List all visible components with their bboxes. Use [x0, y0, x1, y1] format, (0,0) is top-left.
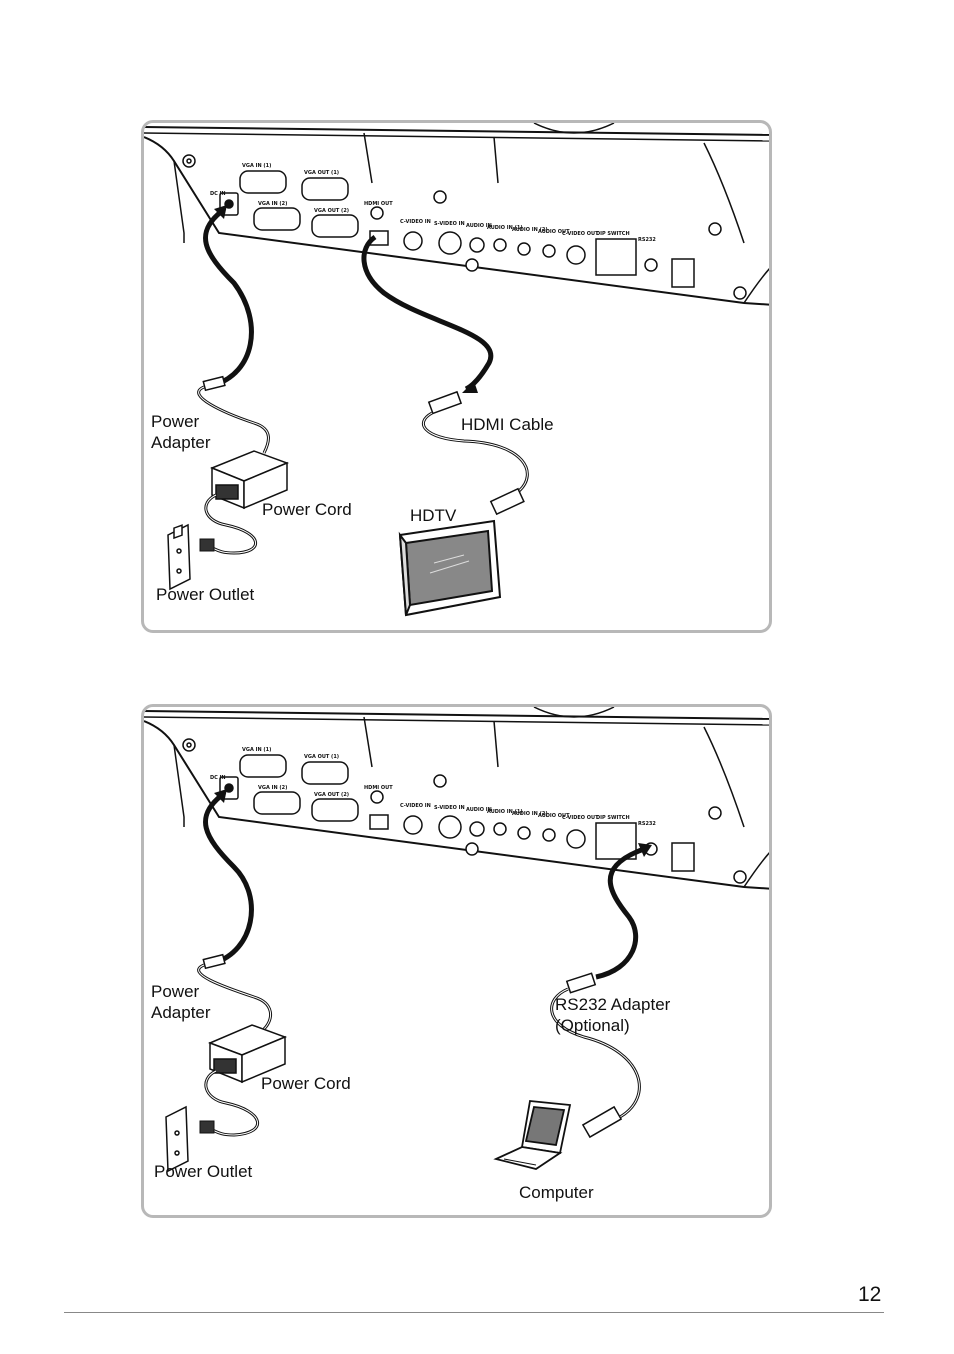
- svg-text:RS232: RS232: [638, 237, 656, 243]
- audio-in-port: [469, 821, 485, 837]
- label-power-outlet: Power Outlet: [156, 585, 255, 604]
- port-cluster: [182, 738, 747, 884]
- label-power-cord: Power Cord: [262, 500, 352, 519]
- power-cable: [197, 789, 273, 1031]
- hdtv-connection-diagram: DC IN VGA IN (1) VGA OUT (1) VGA IN (2) …: [141, 120, 772, 633]
- label-hdmi-cable: HDMI Cable: [461, 415, 554, 434]
- hdmi-out-port: [369, 814, 389, 830]
- svg-text:C-VIDEO OUT: C-VIDEO OUT: [562, 815, 599, 821]
- svg-text:AUDIO OUT: AUDIO OUT: [538, 813, 570, 819]
- audio-in-1-port: [493, 238, 507, 252]
- svg-text:HDMI OUT: HDMI OUT: [364, 785, 393, 791]
- audio-in-2-port: [517, 242, 531, 256]
- svg-text:AUDIO OUT: AUDIO OUT: [538, 229, 570, 235]
- vga-out-1-port: [301, 761, 349, 785]
- svg-text:HDMI OUT: HDMI OUT: [364, 201, 393, 207]
- vga-in-2-port: [253, 791, 301, 815]
- vga-in-2-port: [253, 207, 301, 231]
- hdtv-connection-illustration: DC IN VGA IN (1) VGA OUT (1) VGA IN (2) …: [144, 123, 769, 617]
- svg-text:VGA OUT (1): VGA OUT (1): [304, 754, 339, 760]
- laptop-computer: [493, 1100, 572, 1170]
- hdmi-cable: [361, 234, 529, 516]
- rs232-cable: [550, 843, 652, 1139]
- port-text: DC IN VGA IN (1) VGA OUT (1) VGA IN (2) …: [210, 747, 656, 827]
- svg-text:AUDIO IN (2): AUDIO IN (2): [512, 227, 548, 233]
- audio-out-port: [542, 828, 556, 842]
- svg-text:VGA IN (2): VGA IN (2): [258, 785, 287, 791]
- svg-text:AUDIO IN (2): AUDIO IN (2): [512, 811, 548, 817]
- label-power-outlet: Power Outlet: [154, 1162, 253, 1181]
- rs232-connection-diagram: DC IN VGA IN (1) VGA OUT (1) VGA IN (2) …: [141, 704, 772, 1218]
- rs232-connection-illustration: DC IN VGA IN (1) VGA OUT (1) VGA IN (2) …: [144, 707, 769, 1173]
- label-power-adapter: Power Adapter: [151, 982, 211, 1022]
- hdtv-monitor: [398, 519, 502, 617]
- usb-port: [671, 258, 695, 288]
- svg-text:DC IN: DC IN: [210, 775, 226, 781]
- svg-text:VGA OUT (2): VGA OUT (2): [314, 208, 349, 214]
- port-text: DC IN VGA IN (1) VGA OUT (1) VGA IN (2) …: [210, 163, 656, 243]
- svg-text:VGA IN (2): VGA IN (2): [258, 201, 287, 207]
- rs232-port: [644, 258, 658, 272]
- label-hdtv: HDTV: [410, 506, 457, 525]
- power-adapter-brick: [207, 1024, 288, 1084]
- vga-in-1-port: [239, 754, 287, 778]
- wall-outlet: [165, 1105, 189, 1173]
- usb-port: [671, 842, 695, 872]
- device-rear-panel: [144, 123, 769, 306]
- svg-text:AUDIO IN: AUDIO IN: [466, 807, 492, 813]
- vga-out-2-port: [311, 798, 359, 822]
- svg-text:RS232: RS232: [638, 821, 656, 827]
- label-power-adapter: Power Adapter: [151, 412, 211, 452]
- c-video-out-port: [566, 245, 586, 265]
- svg-text:VGA IN (1): VGA IN (1): [242, 163, 271, 169]
- svg-text:VGA OUT (1): VGA OUT (1): [304, 170, 339, 176]
- page-number: 12: [858, 1283, 882, 1306]
- wall-outlet: [167, 523, 191, 591]
- svg-text:DIP SWITCH: DIP SWITCH: [596, 231, 630, 237]
- vga-out-1-port: [301, 177, 349, 201]
- svg-text:DIP SWITCH: DIP SWITCH: [596, 815, 630, 821]
- c-video-in-port: [403, 231, 423, 251]
- svg-text:C-VIDEO OUT: C-VIDEO OUT: [562, 231, 599, 237]
- c-video-out-port: [566, 829, 586, 849]
- svg-text:DC IN: DC IN: [210, 191, 226, 197]
- dip-switch: [595, 238, 637, 276]
- power-cable: [197, 205, 270, 454]
- audio-in-1-port: [493, 822, 507, 836]
- svg-text:C-VIDEO IN: C-VIDEO IN: [400, 803, 431, 809]
- label-rs232-adapter: RS232 Adapter (Optional): [555, 995, 671, 1035]
- label-power-cord: Power Cord: [261, 1074, 351, 1093]
- svg-text:AUDIO IN (1): AUDIO IN (1): [487, 809, 523, 815]
- svg-text:AUDIO IN: AUDIO IN: [466, 223, 492, 229]
- svg-text:VGA OUT (2): VGA OUT (2): [314, 792, 349, 798]
- s-video-in-port: [438, 231, 462, 255]
- vga-in-1-port: [239, 170, 287, 194]
- hdmi-out-port-ring: [370, 206, 384, 220]
- s-video-in-port: [438, 815, 462, 839]
- power-adapter-brick: [210, 450, 290, 510]
- svg-text:S-VIDEO IN: S-VIDEO IN: [434, 221, 465, 227]
- audio-out-port: [542, 244, 556, 258]
- port-cluster: [182, 154, 747, 300]
- audio-in-2-port: [517, 826, 531, 840]
- c-video-in-port: [403, 815, 423, 835]
- footer-rule: [64, 1312, 884, 1313]
- label-computer: Computer: [519, 1183, 594, 1202]
- svg-text:C-VIDEO IN: C-VIDEO IN: [400, 219, 431, 225]
- svg-text:S-VIDEO IN: S-VIDEO IN: [434, 805, 465, 811]
- svg-text:VGA IN (1): VGA IN (1): [242, 747, 271, 753]
- power-cord: [199, 1069, 259, 1137]
- power-cord: [199, 493, 257, 555]
- audio-in-port: [469, 237, 485, 253]
- svg-text:AUDIO IN (1): AUDIO IN (1): [487, 225, 523, 231]
- vga-out-2-port: [311, 214, 359, 238]
